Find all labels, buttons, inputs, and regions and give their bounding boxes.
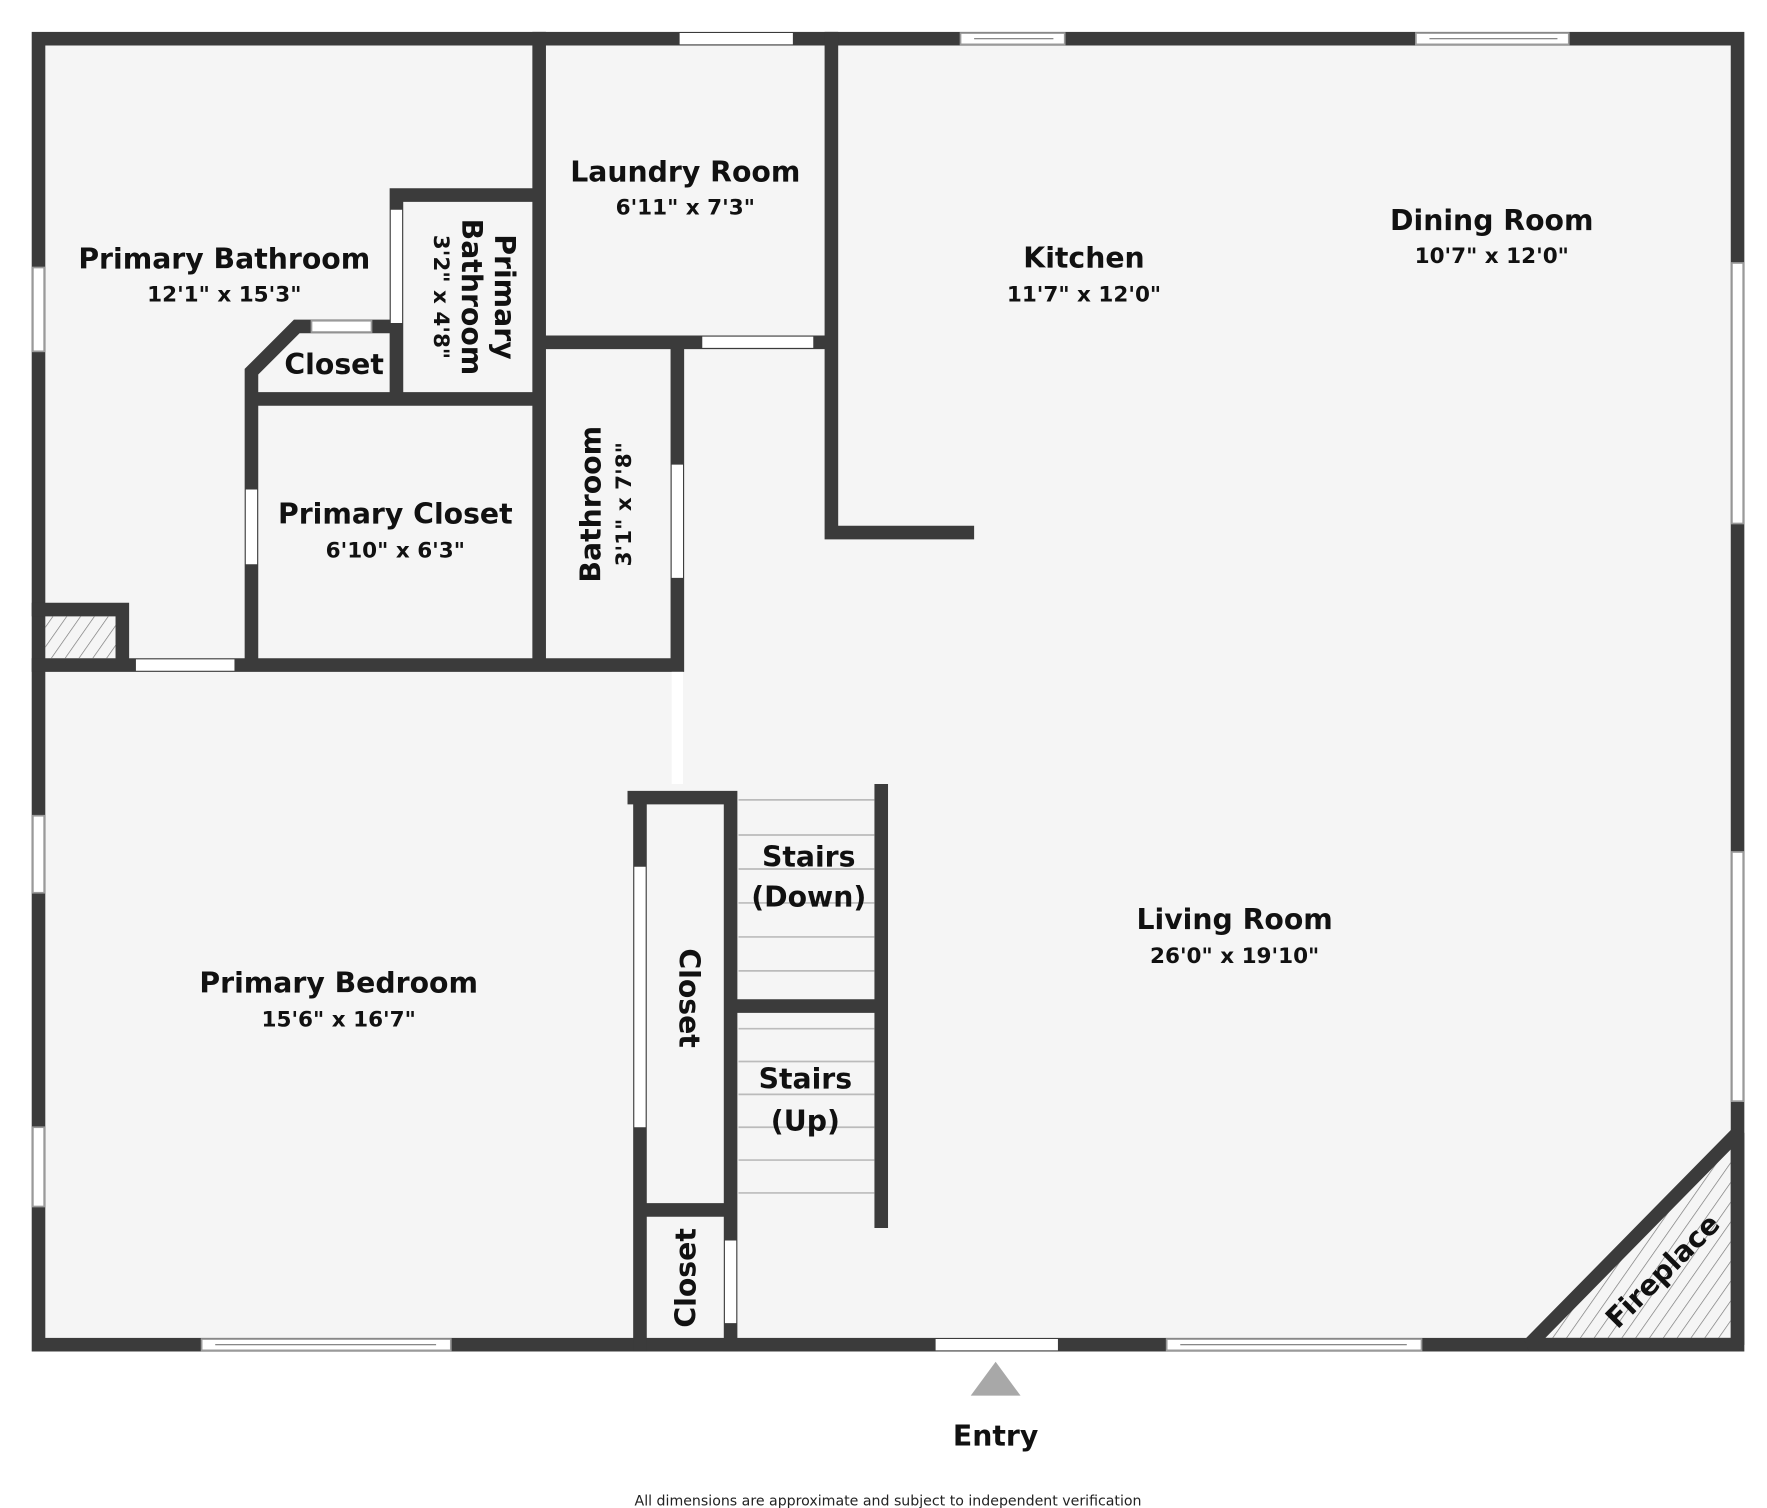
room-name: Laundry Room <box>570 155 800 188</box>
room-name: Primary Bedroom <box>199 966 478 999</box>
room-bathroom: Bathroom 3'1" x 7'8" <box>574 426 637 583</box>
room-name: Primary Bathroom <box>78 243 370 276</box>
room-dims: 12'1" x 15'3" <box>147 282 301 307</box>
room-living: Living Room 26'0" x 19'10" <box>1136 903 1332 969</box>
stairs-direction: (Up) <box>771 1105 840 1138</box>
room-primary-bedroom: Primary Bedroom 15'6" x 16'7" <box>199 966 478 1032</box>
room-primary-closet: Primary Closet 6'10" x 6'3" <box>278 497 513 563</box>
room-primary-bathroom: Primary Bathroom 12'1" x 15'3" <box>78 243 370 308</box>
room-dims: 3'2" x 4'8" <box>428 235 453 359</box>
stairs-direction: (Down) <box>751 880 866 913</box>
entry-arrow-icon <box>970 1361 1021 1396</box>
room-kitchen: Kitchen 11'7" x 12'0" <box>1007 242 1161 308</box>
room-dims: 6'11" x 7'3" <box>616 195 755 220</box>
room-dining: Dining Room 10'7" x 12'0" <box>1390 204 1593 269</box>
room-closet-small: Closet <box>284 348 383 381</box>
room-name: Dining Room <box>1390 204 1593 237</box>
room-dims: 3'1" x 7'8" <box>612 442 637 566</box>
room-laundry: Laundry Room 6'11" x 7'3" <box>570 155 800 220</box>
door-openings <box>135 33 1058 1351</box>
windows <box>31 32 1745 1352</box>
room-dims: 15'6" x 16'7" <box>262 1007 416 1032</box>
stairs-label: Stairs <box>762 841 856 874</box>
room-dims: 10'7" x 12'0" <box>1415 244 1569 269</box>
entry-label: Entry <box>953 1420 1038 1453</box>
stairs-up: Stairs (Up) <box>759 1063 853 1138</box>
disclaimer: All dimensions are approximate and subje… <box>635 1494 1142 1508</box>
room-dims: 11'7" x 12'0" <box>1007 282 1161 307</box>
room-name: Living Room <box>1136 903 1332 936</box>
room-name: Bathroom <box>574 426 607 583</box>
stair-treads <box>738 799 875 1194</box>
room-name: Primary Closet <box>278 497 513 530</box>
room-primary-bathroom-small: Primary Bathroom 3'2" x 4'8" <box>428 219 521 376</box>
room-dims: 26'0" x 19'10" <box>1150 944 1319 969</box>
room-closet-bottom: Closet <box>669 1228 702 1327</box>
fireplace-shape <box>1524 1128 1745 1352</box>
room-dims: 6'10" x 6'3" <box>326 538 465 563</box>
room-name: Primary <box>488 234 521 359</box>
chimney-hatch <box>45 616 116 659</box>
room-name: Kitchen <box>1023 242 1144 275</box>
room-closet-tall: Closet <box>673 948 706 1047</box>
stairs-label: Stairs <box>759 1063 853 1096</box>
stairs-down: Stairs (Down) <box>751 841 866 914</box>
room-name-2: Bathroom <box>455 219 488 376</box>
